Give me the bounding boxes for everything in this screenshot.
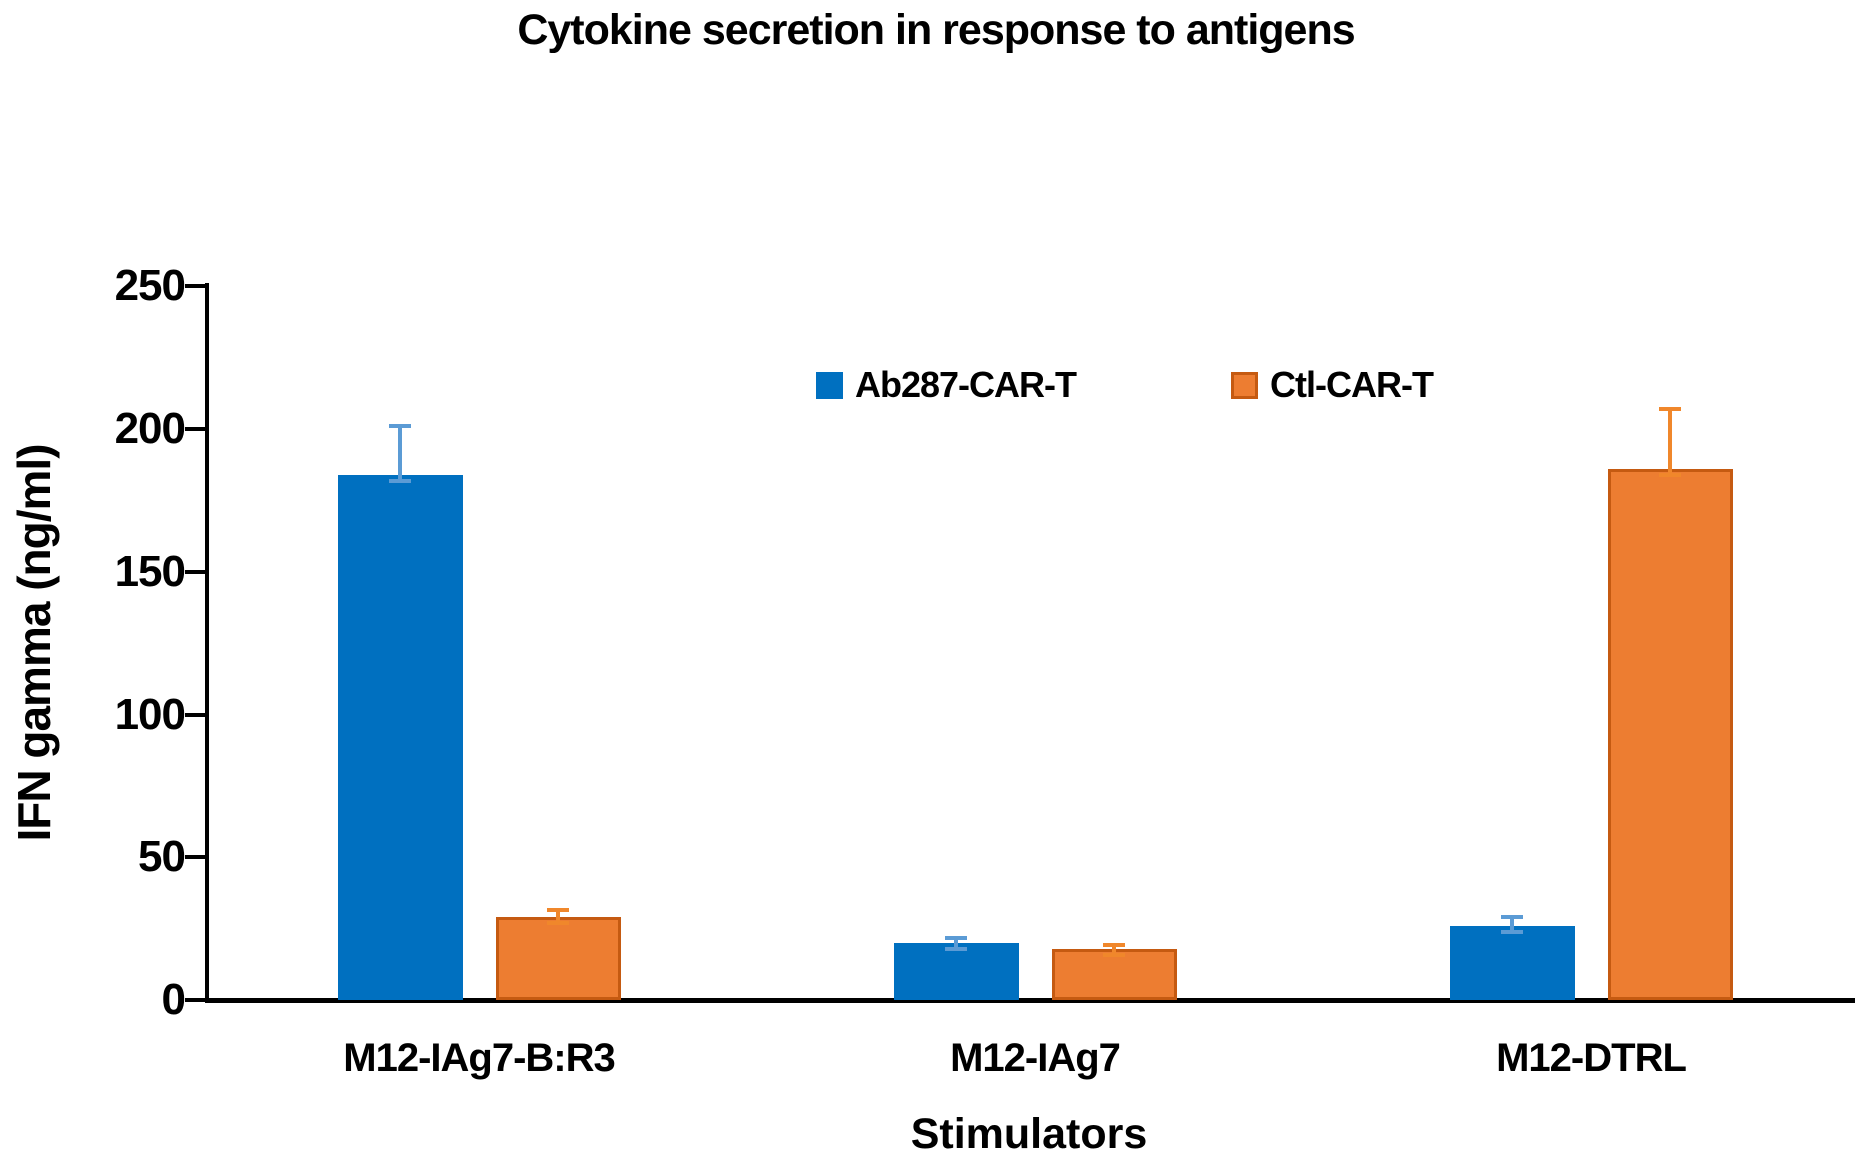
y-tick-label: 0 xyxy=(161,975,186,1024)
x-axis-line xyxy=(205,998,1855,1003)
legend-label-ab287-car-t: Ab287-CAR-T xyxy=(855,364,1077,405)
y-axis-title: IFN gamma (ng/ml) xyxy=(8,444,60,842)
x-category-label-m12-iag7: M12-IAg7 xyxy=(950,1036,1121,1080)
y-tick-mark xyxy=(185,284,207,289)
error-bar-cap-bottom xyxy=(547,921,569,926)
legend-swatch-ctl-car-t xyxy=(1231,371,1258,399)
error-bar-cap-top xyxy=(1103,942,1125,947)
error-bar-ab287-car-t-m12-iag7-b-r3 xyxy=(398,426,402,483)
error-bar-cap-bottom xyxy=(389,478,411,483)
legend-label-ctl-car-t: Ctl-CAR-T xyxy=(1270,364,1434,405)
error-bar-cap-top xyxy=(389,424,411,429)
y-tick-label: 150 xyxy=(114,546,186,596)
error-bar-cap-bottom xyxy=(1501,929,1523,934)
bar-ab287-car-t-m12-iag7-b-r3 xyxy=(337,474,463,1000)
x-category-label-m12-iag7-b-r3: M12-IAg7-B:R3 xyxy=(343,1036,615,1080)
x-axis-title: Stimulators xyxy=(910,1110,1148,1158)
y-tick-label: 200 xyxy=(114,404,186,453)
legend-item-ctl-car-t: Ctl-CAR-T xyxy=(1231,364,1434,406)
error-bar-cap-bottom xyxy=(945,946,967,951)
error-bar-cap-top xyxy=(1501,915,1523,920)
error-bar-ab287-car-t-m12-iag7 xyxy=(954,938,958,951)
chart-title: Cytokine secretion in response to antige… xyxy=(517,6,1355,54)
legend-swatch-ab287-car-t xyxy=(816,371,843,399)
y-tick-label: 50 xyxy=(138,832,186,882)
error-bar-ctl-car-t-m12-iag7 xyxy=(1112,944,1116,957)
y-tick-mark xyxy=(185,855,207,860)
error-bar-ab287-car-t-m12-dtrl xyxy=(1510,917,1514,934)
error-bar-ctl-car-t-m12-dtrl xyxy=(1668,409,1672,477)
y-tick-label: 250 xyxy=(114,261,186,311)
y-tick-mark xyxy=(185,712,207,717)
error-bar-cap-bottom xyxy=(1659,472,1681,477)
x-category-label-m12-dtrl: M12-DTRL xyxy=(1496,1036,1687,1080)
error-bar-cap-top xyxy=(1659,407,1681,411)
y-tick-mark xyxy=(185,569,207,574)
legend-item-ab287-car-t: Ab287-CAR-T xyxy=(816,364,1077,406)
bar-ctl-car-t-m12-iag7-b-r3 xyxy=(495,917,621,1000)
y-tick-label: 100 xyxy=(114,689,186,739)
y-tick-mark xyxy=(185,998,207,1002)
error-bar-cap-bottom xyxy=(1103,952,1125,957)
bar-ab287-car-t-m12-dtrl xyxy=(1449,925,1575,1000)
error-bar-cap-top xyxy=(547,908,569,913)
error-bar-cap-top xyxy=(945,936,967,941)
bar-ctl-car-t-m12-dtrl xyxy=(1607,468,1733,1000)
bar-ab287-car-t-m12-iag7 xyxy=(893,942,1019,1000)
y-tick-mark xyxy=(185,427,207,431)
error-bar-ctl-car-t-m12-iag7-b-r3 xyxy=(556,910,560,926)
y-axis-line xyxy=(205,283,209,1003)
